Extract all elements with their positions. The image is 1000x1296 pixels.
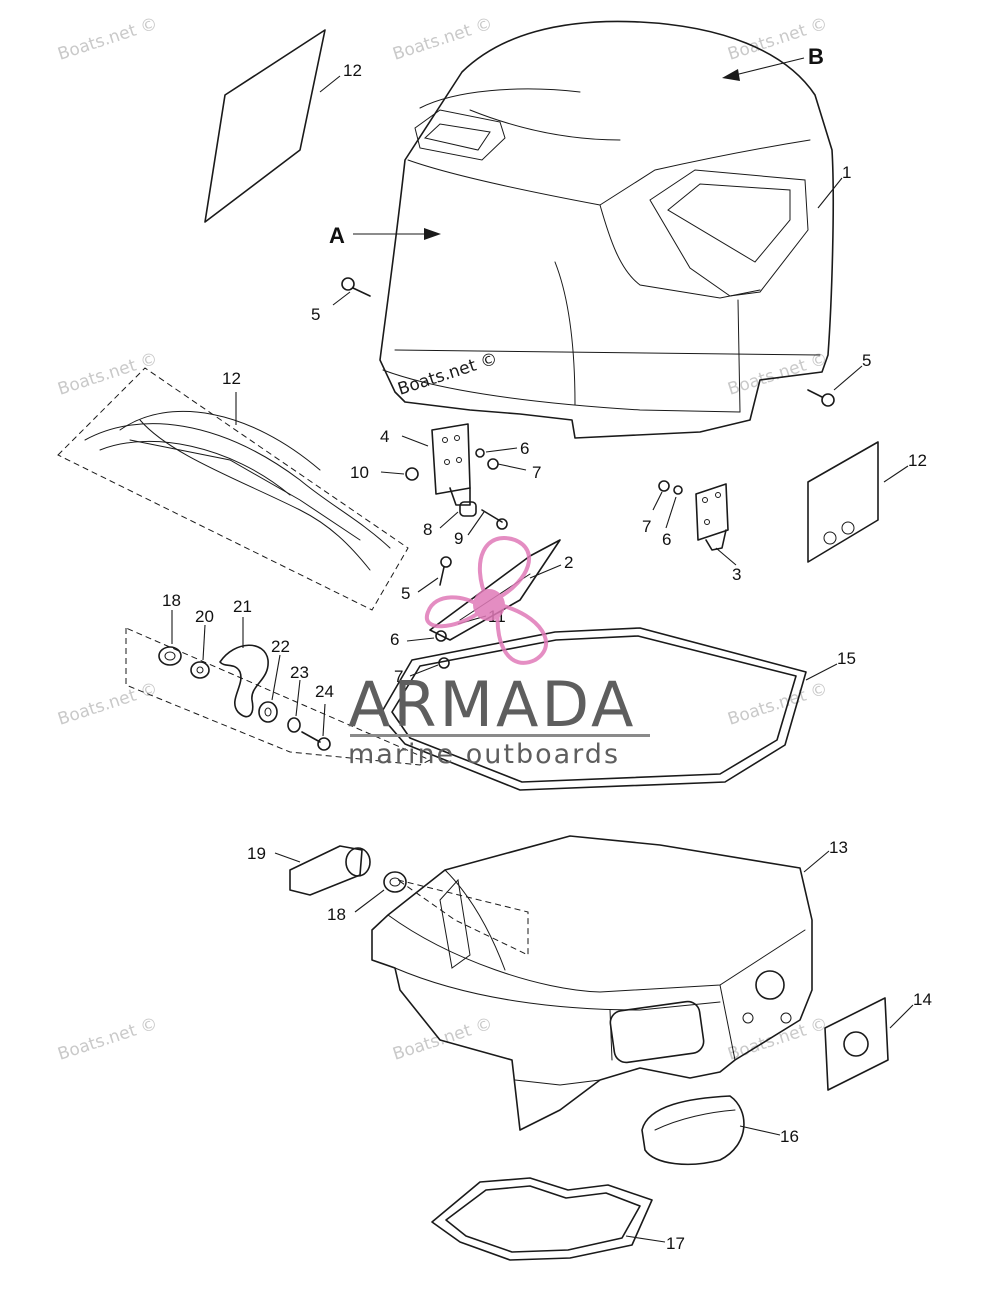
callout-16: 16 xyxy=(780,1127,799,1146)
washer-23 xyxy=(287,717,301,733)
logo-wordmark: ARMADA xyxy=(348,668,636,741)
armada-logo: ARMADA marine outboards xyxy=(348,536,650,770)
watermark: Boats.net © xyxy=(725,349,830,400)
handle-19 xyxy=(289,845,371,896)
washer-6 xyxy=(475,448,485,458)
arrow-a xyxy=(424,228,441,240)
callout-21: 21 xyxy=(233,597,252,616)
bolt-24 xyxy=(301,731,331,751)
callout-9: 9 xyxy=(454,529,463,548)
bracket-4 xyxy=(431,423,471,506)
callout-12: 12 xyxy=(908,451,927,470)
leader-lines xyxy=(171,75,914,1243)
bottom-cowl xyxy=(371,835,813,1131)
callout-17: 17 xyxy=(666,1234,685,1253)
callout-19: 19 xyxy=(247,844,266,863)
callout-1: 1 xyxy=(842,163,851,182)
callout-13: 13 xyxy=(829,838,848,857)
decal-side-graphics xyxy=(57,367,409,611)
callout-12: 12 xyxy=(343,61,362,80)
washer-20 xyxy=(190,661,210,679)
callout-6: 6 xyxy=(662,530,671,549)
callout-23: 23 xyxy=(290,663,309,682)
watermark: Boats.net © xyxy=(395,349,500,400)
bushing-8 xyxy=(459,501,477,517)
callout-8: 8 xyxy=(423,520,432,539)
logo-divider xyxy=(350,734,650,737)
callout-14: 14 xyxy=(913,990,932,1009)
callout-7: 7 xyxy=(642,517,651,536)
grommet-18-upper xyxy=(158,646,182,666)
washer-6 xyxy=(435,630,447,642)
exploded-guide xyxy=(125,627,432,766)
view-letter-b: B xyxy=(808,44,824,69)
watermark: Boats.net © xyxy=(725,679,830,730)
watermark: Boats.net © xyxy=(55,679,160,730)
arrow-b xyxy=(722,69,740,81)
callout-4: 4 xyxy=(380,427,389,446)
grommet-18-lower xyxy=(383,871,407,893)
callouts: 1 2 3 4 5 5 5 6 6 6 7 7 7 8 9 10 11 12 1… xyxy=(162,61,932,1253)
callout-24: 24 xyxy=(315,682,334,701)
exploded-guide xyxy=(397,879,529,956)
callout-2: 2 xyxy=(564,553,573,572)
washer-22 xyxy=(258,701,278,723)
seal-15 xyxy=(379,627,807,791)
washer-6 xyxy=(673,485,683,495)
callout-6: 6 xyxy=(520,439,529,458)
nut-7 xyxy=(487,458,499,470)
cowl-port xyxy=(609,1000,705,1064)
callout-3: 3 xyxy=(732,565,741,584)
latch-2 xyxy=(429,539,561,641)
watermark: Boats.net © xyxy=(55,349,160,400)
decal-top-left xyxy=(204,29,326,223)
callout-18: 18 xyxy=(162,591,181,610)
callout-7: 7 xyxy=(394,667,403,686)
view-letter-a: A xyxy=(329,223,345,248)
nut-10 xyxy=(405,467,419,481)
watermark: Boats.net © xyxy=(55,14,160,65)
callout-7: 7 xyxy=(532,463,541,482)
callout-5: 5 xyxy=(311,305,320,324)
nut-7 xyxy=(658,480,670,492)
cover-plate-14 xyxy=(824,997,889,1091)
callout-10: 10 xyxy=(350,463,369,482)
decal-right xyxy=(807,441,879,563)
logo-tagline: marine outboards xyxy=(348,739,620,770)
callout-15: 15 xyxy=(837,649,856,668)
top-cowl xyxy=(379,20,835,439)
propeller-logo-mark xyxy=(424,536,548,665)
lever-21 xyxy=(219,644,269,718)
gasket-17 xyxy=(431,1177,653,1261)
bolt-5-right xyxy=(807,389,835,407)
callout-12: 12 xyxy=(222,369,241,388)
callout-5: 5 xyxy=(862,351,871,370)
watermark: Boats.net © xyxy=(55,1014,160,1065)
watermark: Boats.net © xyxy=(390,1014,495,1065)
callout-5: 5 xyxy=(401,584,410,603)
boot-16 xyxy=(641,1095,745,1166)
callout-6: 6 xyxy=(390,630,399,649)
callout-18: 18 xyxy=(327,905,346,924)
callout-20: 20 xyxy=(195,607,214,626)
bolt-5-upper xyxy=(341,277,371,297)
nut-7 xyxy=(438,657,450,669)
bracket-3 xyxy=(695,483,729,551)
callout-22: 22 xyxy=(271,637,290,656)
bolt-5-latch xyxy=(439,556,452,586)
